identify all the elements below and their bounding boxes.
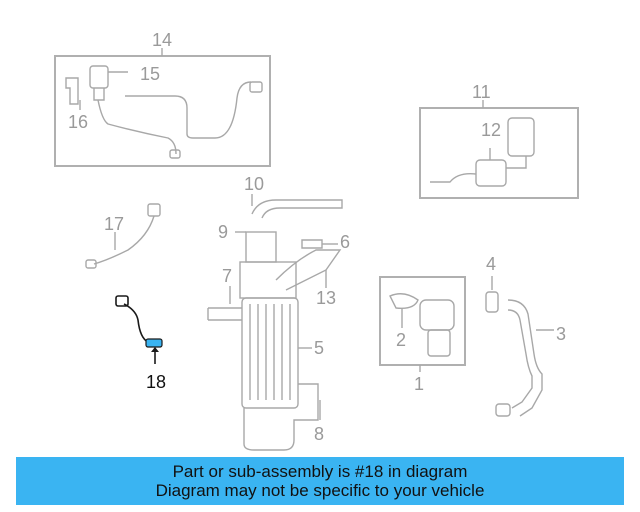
callout-15: 15	[140, 64, 160, 84]
callout-13: 13	[316, 288, 336, 308]
gasket-2	[389, 293, 419, 328]
callout-11: 11	[472, 82, 491, 102]
callout-6: 6	[340, 232, 350, 252]
callout-12: 12	[481, 120, 501, 140]
callout-16: 16	[68, 112, 88, 132]
callout-4: 4	[486, 254, 496, 274]
group-11-box	[419, 107, 579, 199]
hose-3	[495, 299, 554, 417]
clamp-4	[485, 276, 499, 313]
group-1-box	[379, 276, 466, 366]
callout-7: 7	[222, 266, 232, 286]
leak-pump-12	[430, 117, 535, 187]
callout-3: 3	[556, 324, 566, 344]
group-14-box	[54, 55, 271, 167]
bracket-16	[65, 77, 81, 110]
purge-valve-15	[89, 65, 128, 101]
bracket-6	[301, 239, 338, 249]
hose-assembly-14	[97, 81, 263, 159]
callout-1: 1	[414, 374, 424, 394]
callout-5: 5	[314, 338, 324, 358]
vent-hose-10	[251, 194, 343, 219]
oxygen-sensor-18[interactable]	[115, 295, 163, 364]
callout-17: 17	[104, 214, 124, 234]
banner-line-2: Diagram may not be specific to your vehi…	[155, 481, 485, 500]
callout-9: 9	[218, 222, 228, 242]
oxygen-sensor-17	[85, 203, 161, 269]
callout-8: 8	[314, 424, 324, 444]
callout-14: 14	[152, 30, 172, 50]
vapor-canister-5	[207, 231, 342, 451]
valve-1	[419, 299, 455, 357]
callout-18: 18	[146, 372, 166, 392]
banner-line-1: Part or sub-assembly is #18 in diagram	[172, 462, 468, 481]
callout-10: 10	[244, 174, 264, 194]
info-banner: Part or sub-assembly is #18 in diagram D…	[16, 457, 624, 505]
callout-2: 2	[396, 330, 406, 350]
